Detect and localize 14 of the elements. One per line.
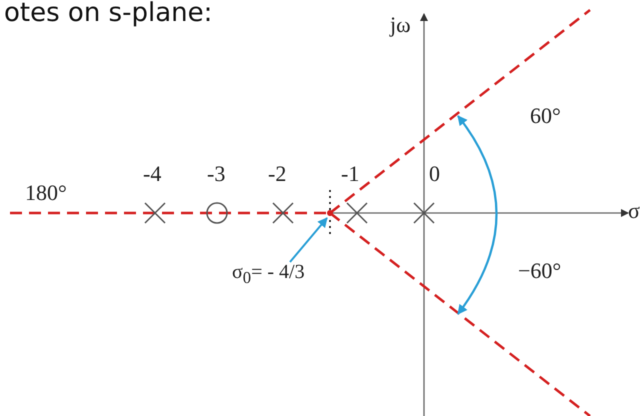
axis-label: jω — [390, 14, 411, 36]
tick-label: -3 — [207, 163, 226, 185]
axis-label: σ — [628, 200, 640, 222]
centroid-point — [327, 210, 333, 216]
heading: otes on s-plane: — [4, 0, 212, 28]
tick-label: -1 — [341, 163, 360, 185]
tick-label: -4 — [143, 163, 162, 185]
angle-label: 60° — [530, 105, 561, 127]
angle-label: −60° — [518, 260, 562, 282]
angle-label: 180° — [25, 182, 67, 204]
centroid-label: σ$_{0}$= - 4/3 — [232, 262, 305, 287]
leader-arrow — [289, 217, 328, 263]
tick-label: 0 — [429, 163, 440, 185]
tick-label: -2 — [268, 163, 286, 185]
